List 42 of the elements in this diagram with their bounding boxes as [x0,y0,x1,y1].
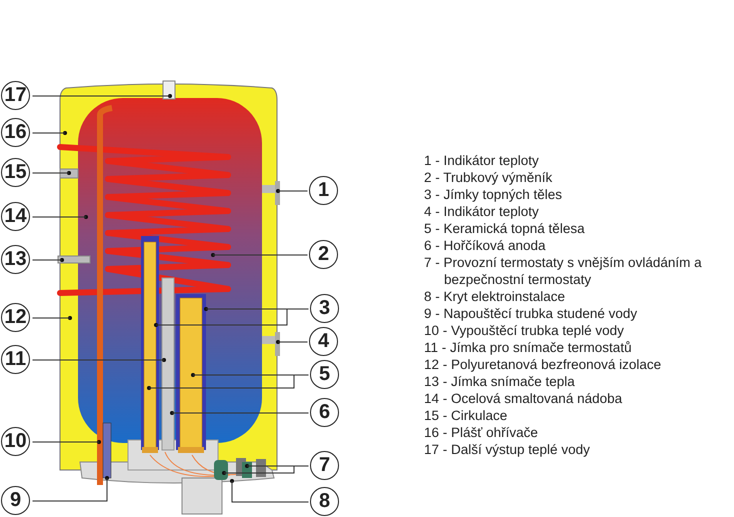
callout-number: 15 [1,158,30,187]
leader-line [232,480,309,502]
parts-list-item: 10 - Vypouštěcí trubka teplé vody [424,322,625,339]
leader-line [172,412,309,414]
leader-line [32,132,66,134]
parts-list-item: 14 - Ocelová smaltovaná nádoba [424,390,624,407]
callout-number: 14 [1,202,30,231]
callout-number: 4 [309,327,338,356]
leader-line [32,216,86,218]
parts-list-item: 15 - Cirkulace [424,407,508,424]
parts-list-item: 13 - Jímka snímače tepla [424,373,576,390]
leader-line [32,478,108,502]
callout-number: 7 [310,451,339,480]
callout-number: 9 [1,486,30,515]
parts-list-item: 12 - Polyuretanová bezfreonová izolace [424,356,662,373]
callout-number: 1 [309,176,338,205]
callout-number: 2 [309,240,338,269]
callout-number: 10 [1,427,30,456]
parts-list-item: 1 - Indikátor teploty [424,152,540,169]
callout-number: 13 [1,245,30,274]
parts-list-item: 11 - Jímka pro snímače termostatů [424,339,633,356]
leader-line [32,172,70,174]
parts-list-item: 16 - Plášť ohřívače [424,424,539,441]
callout-number: 16 [1,118,30,147]
parts-list-item: 6 - Hořčíková anoda [424,237,547,254]
leader-line [278,190,308,192]
callout-number: 17 [1,81,30,110]
leader-line [212,254,308,256]
parts-list-item: 17 - Další výstup teplé vody [424,441,591,458]
callout-number: 12 [1,303,30,332]
callout-number: 5 [310,360,339,389]
callout-number: 8 [310,487,339,516]
parts-list-item: 3 - Jímky topných těles [424,186,564,203]
parts-list-item: 5 - Keramická topná tělesa [424,220,586,237]
parts-list-item: 9 - Napouštěcí trubka studené vody [424,305,638,322]
parts-list-item: 4 - Indikátor teploty [424,203,540,220]
parts-list-item: 7 - Provozní termostaty s vnějším ovládáním a bezpečnostní termostaty [424,254,703,288]
callout-number: 3 [310,294,339,323]
parts-list-item: 8 - Kryt elektroinstalace [424,288,566,305]
callout-number: 6 [310,398,339,427]
parts-list-item: 2 - Trubkový výměník [424,169,554,186]
callout-number: 11 [1,345,30,374]
